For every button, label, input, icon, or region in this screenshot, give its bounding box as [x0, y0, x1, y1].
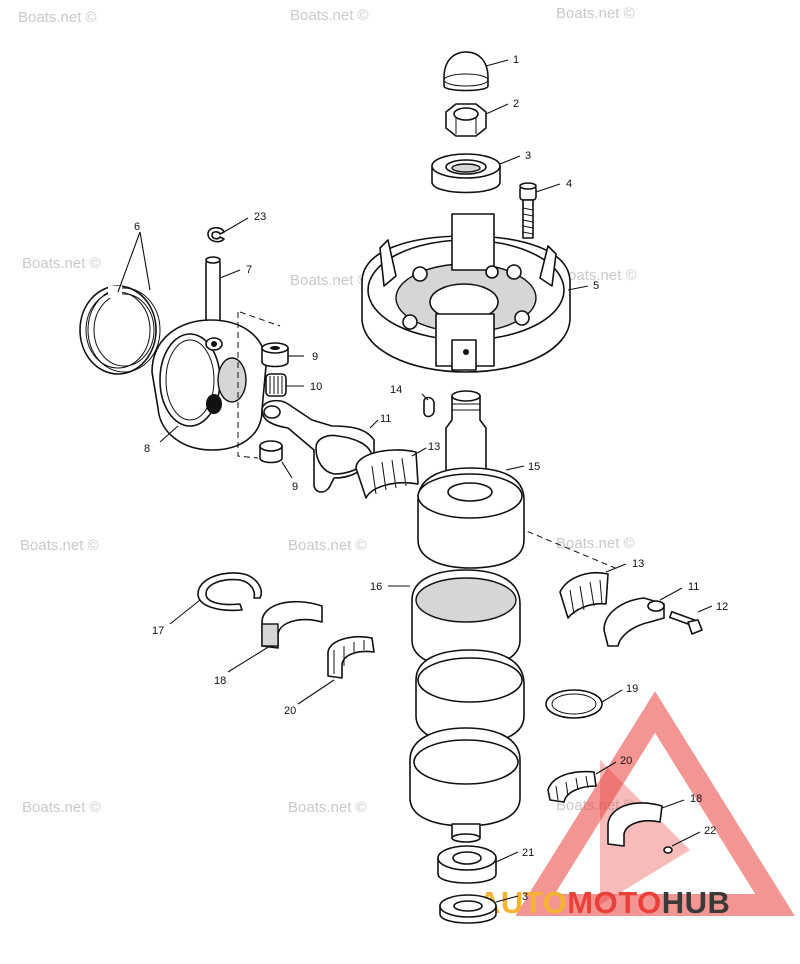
callout-3-bottom[interactable]: 3: [522, 891, 528, 903]
part-20-cage-right[interactable]: [547, 770, 597, 803]
watermark: Boats.net ©: [556, 535, 635, 552]
leader-lines: [117, 59, 713, 903]
part-22-dowel-pin[interactable]: [663, 846, 673, 854]
part-9-washer-bottom[interactable]: [259, 440, 283, 464]
leader-line-23: [223, 217, 249, 233]
assembly-line: [239, 311, 281, 327]
part-16-crankshaft[interactable]: [409, 390, 525, 843]
callout-16[interactable]: 16: [370, 581, 382, 593]
watermark: Boats.net ©: [18, 9, 97, 26]
callout-11-right[interactable]: 11: [688, 581, 699, 593]
part-10-needle-bearing[interactable]: [265, 373, 287, 397]
part-11-rod-cap[interactable]: [603, 597, 665, 647]
logo-triangle: [515, 691, 795, 916]
callout-2[interactable]: 2: [513, 98, 519, 110]
watermark: Boats.net ©: [290, 272, 369, 289]
callout-4[interactable]: 4: [566, 178, 572, 190]
callout-1[interactable]: 1: [513, 54, 519, 66]
logo-hub: HUB: [662, 885, 731, 920]
callout-14[interactable]: 14: [390, 384, 402, 396]
callout-21[interactable]: 21: [522, 847, 534, 859]
callout-13-left[interactable]: 13: [428, 441, 440, 453]
callout-20-left[interactable]: 20: [284, 705, 296, 717]
part-19-retaining-ring[interactable]: [545, 689, 603, 719]
part-3-seal-bottom[interactable]: [439, 894, 497, 924]
part-20-cage-left[interactable]: [327, 636, 375, 679]
watermark: Boats.net ©: [556, 5, 635, 22]
part-13-needle-bearing-left[interactable]: [355, 449, 419, 499]
part-17-retaining-ring[interactable]: [197, 572, 262, 612]
part-6-piston-rings[interactable]: [79, 285, 161, 375]
part-1-cap[interactable]: [443, 51, 489, 92]
logo-moto: MOTO: [567, 885, 661, 920]
callout-12[interactable]: 12: [716, 601, 728, 613]
part-11-connecting-rod[interactable]: [261, 399, 375, 493]
callout-10[interactable]: 10: [310, 381, 322, 393]
watermark: Boats.net ©: [20, 537, 99, 554]
part-13-needle-bearing-right[interactable]: [559, 572, 609, 619]
watermark: Boats.net ©: [22, 799, 101, 816]
watermark: Boats.net ©: [288, 537, 367, 554]
part-23-clip[interactable]: [207, 226, 225, 243]
callout-11-left[interactable]: 11: [380, 413, 391, 425]
logo-triangle-inner: [600, 760, 690, 905]
part-21-ball-bearing[interactable]: [437, 845, 497, 884]
callout-22[interactable]: 22: [704, 825, 716, 837]
callout-3[interactable]: 3: [525, 150, 531, 162]
callout-6[interactable]: 6: [134, 221, 140, 233]
part-18-bearing-race-left[interactable]: [261, 600, 323, 649]
automotohub-logo: AUTOMOTOHUB: [478, 691, 795, 920]
watermark: Boats.net ©: [558, 267, 637, 284]
part-18-bearing-race-right[interactable]: [607, 802, 663, 847]
watermark: Boats.net ©: [290, 7, 369, 24]
callout-layer: 1 2 3 4 5 6 7 8 9 10 9 11 13 14 15 16 13…: [134, 54, 728, 903]
part-14-woodruff-key[interactable]: [423, 396, 435, 418]
part-12-bolt[interactable]: [668, 610, 703, 635]
part-2-nut[interactable]: [445, 103, 487, 137]
logo-wordmark: AUTOMOTOHUB: [478, 885, 730, 920]
callout-18-right[interactable]: 18: [690, 793, 702, 805]
callout-13-right[interactable]: 13: [632, 558, 644, 570]
callout-5[interactable]: 5: [593, 280, 599, 292]
callout-18-left[interactable]: 18: [214, 675, 226, 687]
callout-15[interactable]: 15: [528, 461, 540, 473]
watermark: Boats.net ©: [288, 799, 367, 816]
part-3-seal-top[interactable]: [431, 153, 501, 194]
part-9-washer-top[interactable]: [261, 342, 289, 368]
callout-20-right[interactable]: 20: [620, 755, 632, 767]
callout-9-top[interactable]: 9: [312, 351, 318, 363]
part-7-piston-pin[interactable]: [205, 256, 221, 323]
part-8-piston[interactable]: [151, 319, 267, 451]
callout-19[interactable]: 19: [626, 683, 638, 695]
part-5-bearing-housing[interactable]: [361, 213, 571, 373]
callout-23[interactable]: 23: [254, 211, 266, 223]
callout-17[interactable]: 17: [152, 625, 164, 637]
callout-8[interactable]: 8: [144, 443, 150, 455]
part-4-screw[interactable]: [519, 182, 537, 239]
watermark-layer: Boats.net © Boats.net © Boats.net © Boat…: [18, 5, 637, 816]
watermark: Boats.net ©: [22, 255, 101, 272]
callout-9-bottom[interactable]: 9: [292, 481, 298, 493]
assembly-line: [237, 312, 259, 459]
callout-7[interactable]: 7: [246, 264, 252, 276]
